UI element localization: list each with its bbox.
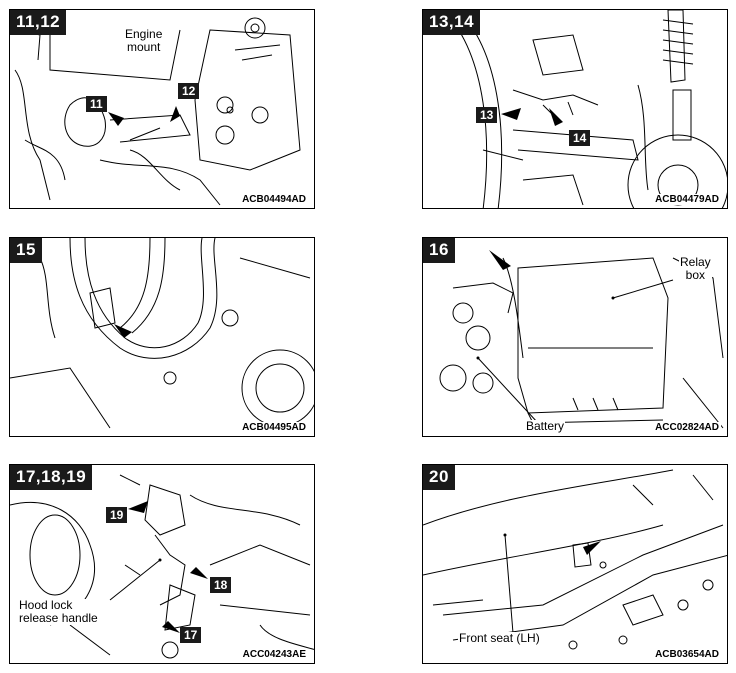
hood-release-illustration	[10, 474, 314, 659]
arrow-icon	[108, 106, 180, 141]
engine-mount-label: Engine mount	[124, 27, 164, 54]
callout-13: 13	[476, 107, 498, 123]
panel-number: 20	[423, 465, 455, 490]
relay-box-label: Relay box	[679, 255, 712, 282]
panel-11-12: 11,12 Engine mount 11 12 ACB04494AD	[9, 9, 315, 209]
arrow-icon	[583, 541, 601, 555]
figure-code: ACC02824AD	[653, 422, 721, 433]
engine-mount-illustration	[14, 17, 301, 206]
panel-15: 15 ACB04495AD	[9, 237, 315, 437]
callout-19: 19	[106, 507, 128, 523]
front-seat-label: Front seat (LH)	[458, 631, 541, 645]
battery-label: Battery	[525, 419, 566, 433]
callout-18: 18	[210, 577, 232, 593]
callout-11: 11	[86, 96, 107, 112]
callout-17: 17	[180, 627, 202, 643]
arrow-icon	[489, 250, 511, 270]
arrow-icon	[501, 108, 563, 126]
figure-code: ACB04495AD	[240, 422, 308, 433]
figure-code: ACB04479AD	[653, 194, 721, 205]
callout-12: 12	[178, 83, 200, 99]
panel-number: 15	[10, 238, 42, 263]
panel-number: 11,12	[10, 10, 67, 35]
panel-number: 17,18,19	[10, 465, 93, 490]
panel-20: 20 Front seat (LH) ACB03654AD	[422, 464, 728, 664]
panel-17-18-19: 17,18,19 19 18 17 Hood lock release hand…	[9, 464, 315, 664]
panel-13-14: 13,14 13 14 ACB04479AD	[422, 9, 728, 209]
callout-14: 14	[569, 130, 591, 146]
arrow-icon	[114, 324, 132, 338]
figure-code: ACB03654AD	[653, 649, 721, 660]
figure-code: ACB04494AD	[240, 194, 308, 205]
panel-number: 13,14	[423, 10, 481, 35]
panel-number: 16	[423, 238, 455, 263]
harness-illustration	[10, 238, 314, 429]
figure-code: ACC04243AE	[240, 649, 308, 660]
hood-lock-release-handle-label: Hood lock release handle	[18, 598, 99, 625]
panel-16: 16 Relay box Battery ACC02824AD	[422, 237, 728, 437]
arrow-icon	[128, 501, 208, 633]
